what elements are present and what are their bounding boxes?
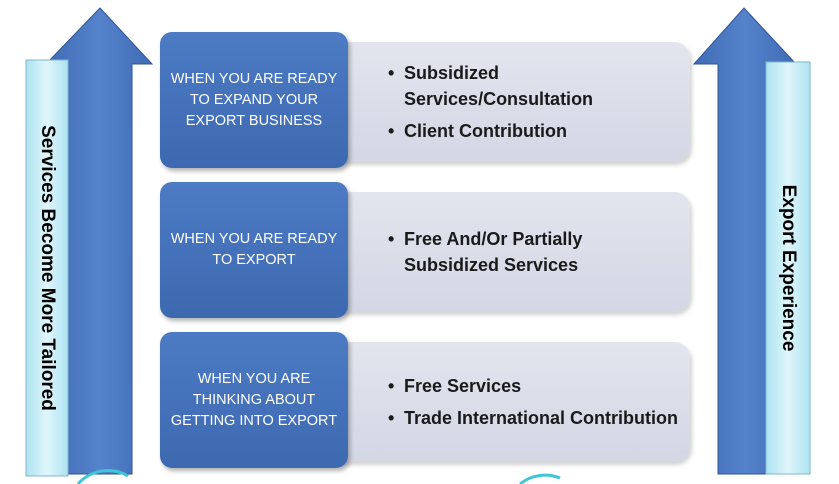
bottom-circle-left (76, 469, 129, 484)
service-item: Subsidized Services/Consultation (388, 60, 680, 112)
tier-ready: WHEN YOU ARE READY TO EXPORT Free And/Or… (160, 182, 690, 318)
left-label-container: Services Become More Tailored (26, 60, 68, 476)
right-label-container: Export Experience (766, 62, 810, 474)
services-list: Subsidized Services/Consultation Client … (388, 42, 680, 162)
service-item: Client Contribution (388, 118, 680, 144)
stage-panel: WHEN YOU ARE THINKING ABOUT GETTING INTO… (160, 332, 348, 468)
right-side-label: Export Experience (778, 184, 799, 352)
stage-text: WHEN YOU ARE READY TO EXPAND YOUR EXPORT… (170, 70, 338, 129)
stage-text: WHEN YOU ARE READY TO EXPORT (170, 231, 338, 268)
stage-panel: WHEN YOU ARE READY TO EXPAND YOUR EXPORT… (160, 32, 348, 168)
tier-expand: WHEN YOU ARE READY TO EXPAND YOUR EXPORT… (160, 32, 690, 168)
services-list: Free Services Trade International Contri… (388, 342, 680, 462)
tier-thinking: WHEN YOU ARE THINKING ABOUT GETTING INTO… (160, 332, 690, 468)
services-list: Free And/Or Partially Subsidized Service… (388, 192, 680, 312)
left-label-bar (25, 59, 69, 477)
right-label-bar (765, 61, 811, 475)
service-item: Free And/Or Partially Subsidized Service… (388, 226, 680, 278)
stage-panel: WHEN YOU ARE READY TO EXPORT (160, 182, 348, 318)
services-panel (338, 342, 690, 462)
service-item: Trade International Contribution (388, 405, 680, 431)
service-item: Free Services (388, 373, 680, 399)
left-side-label: Services Become More Tailored (37, 125, 58, 411)
bottom-circle-right (519, 473, 561, 484)
stage-text: WHEN YOU ARE THINKING ABOUT GETTING INTO… (170, 370, 338, 429)
